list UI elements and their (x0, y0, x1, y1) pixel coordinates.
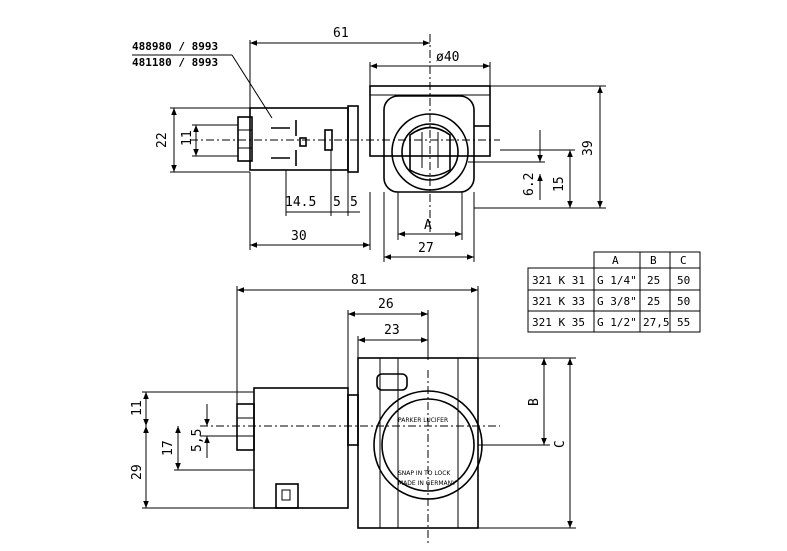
front-coil-ring (347, 394, 359, 446)
front-terminal (275, 483, 299, 509)
front-body-text-3: MADE IN GERMANY (398, 480, 456, 487)
table-cell-c: 50 (677, 295, 690, 308)
table-body (527, 267, 701, 333)
dim-81: 81 (351, 273, 367, 288)
table-cell-model: 321 K 35 (532, 316, 585, 329)
dim-61: 61 (333, 26, 349, 41)
front-valve-body (357, 357, 479, 529)
coil-ring (347, 105, 359, 173)
table-header-b: B (650, 254, 657, 267)
dim-29: 29 (130, 464, 145, 480)
front-body-text-2: SNAP IN TO LOCK (398, 470, 451, 477)
table-cell-b: 25 (647, 295, 660, 308)
dim-27: 27 (418, 241, 434, 256)
dim-23: 23 (384, 323, 400, 338)
table-header-c: C (680, 254, 687, 267)
dim-c: C (553, 440, 568, 448)
coil-nut (237, 116, 253, 162)
terminal-ground (299, 137, 307, 147)
dim-diameter-40: ø40 (436, 50, 459, 65)
dim-26: 26 (378, 297, 394, 312)
dim-17: 17 (161, 440, 176, 456)
front-coil-nut (236, 403, 255, 451)
dim-5-5: 5,5 (190, 429, 205, 452)
dim-11: 11 (180, 130, 195, 146)
part-number-2: 481180 / 8993 (132, 56, 218, 69)
table-cell-b: 25 (647, 274, 660, 287)
front-valve-plug (376, 373, 408, 391)
front-view: PARKER LUCIFER SNAP IN TO LOCK MADE IN G… (130, 273, 576, 545)
dim-a: A (424, 218, 432, 233)
table-cell-a: G 3/8" (597, 295, 637, 308)
table-cell-a: G 1/2" (597, 316, 637, 329)
dim-30: 30 (291, 229, 307, 244)
front-terminal-hole (281, 489, 291, 501)
top-view: 488980 / 8993 481180 / 8993 61 (132, 26, 606, 262)
table-cell-c: 50 (677, 274, 690, 287)
dim-22: 22 (155, 132, 170, 148)
coil-body (249, 107, 349, 171)
table-cell-model: 321 K 31 (532, 274, 585, 287)
dim-39: 39 (581, 140, 596, 156)
valve-port-core (409, 126, 451, 177)
dim-6-2: 6.2 (522, 173, 537, 196)
table-cell-model: 321 K 33 (532, 295, 585, 308)
front-body-text-1: PARKER LUCIFER (398, 417, 448, 424)
valve-port-hex (383, 95, 475, 193)
dim-5-a: 5 (333, 195, 341, 210)
table-cell-a: G 1/4" (597, 274, 637, 287)
size-table: A B C 321 K 31 G 1/4" 25 50 321 K 33 G 3… (527, 251, 701, 333)
dim-15: 15 (552, 176, 567, 192)
dim-front-11: 11 (130, 400, 145, 416)
dim-14-5: 14.5 (285, 195, 316, 210)
table-header-a: A (612, 254, 619, 267)
part-number-1: 488980 / 8993 (132, 40, 218, 53)
dim-5-b: 5 (350, 195, 358, 210)
table-cell-b: 27,5 (643, 316, 670, 329)
table-cell-c: 55 (677, 316, 690, 329)
front-coil-body (253, 387, 349, 509)
dim-b: B (527, 398, 542, 406)
